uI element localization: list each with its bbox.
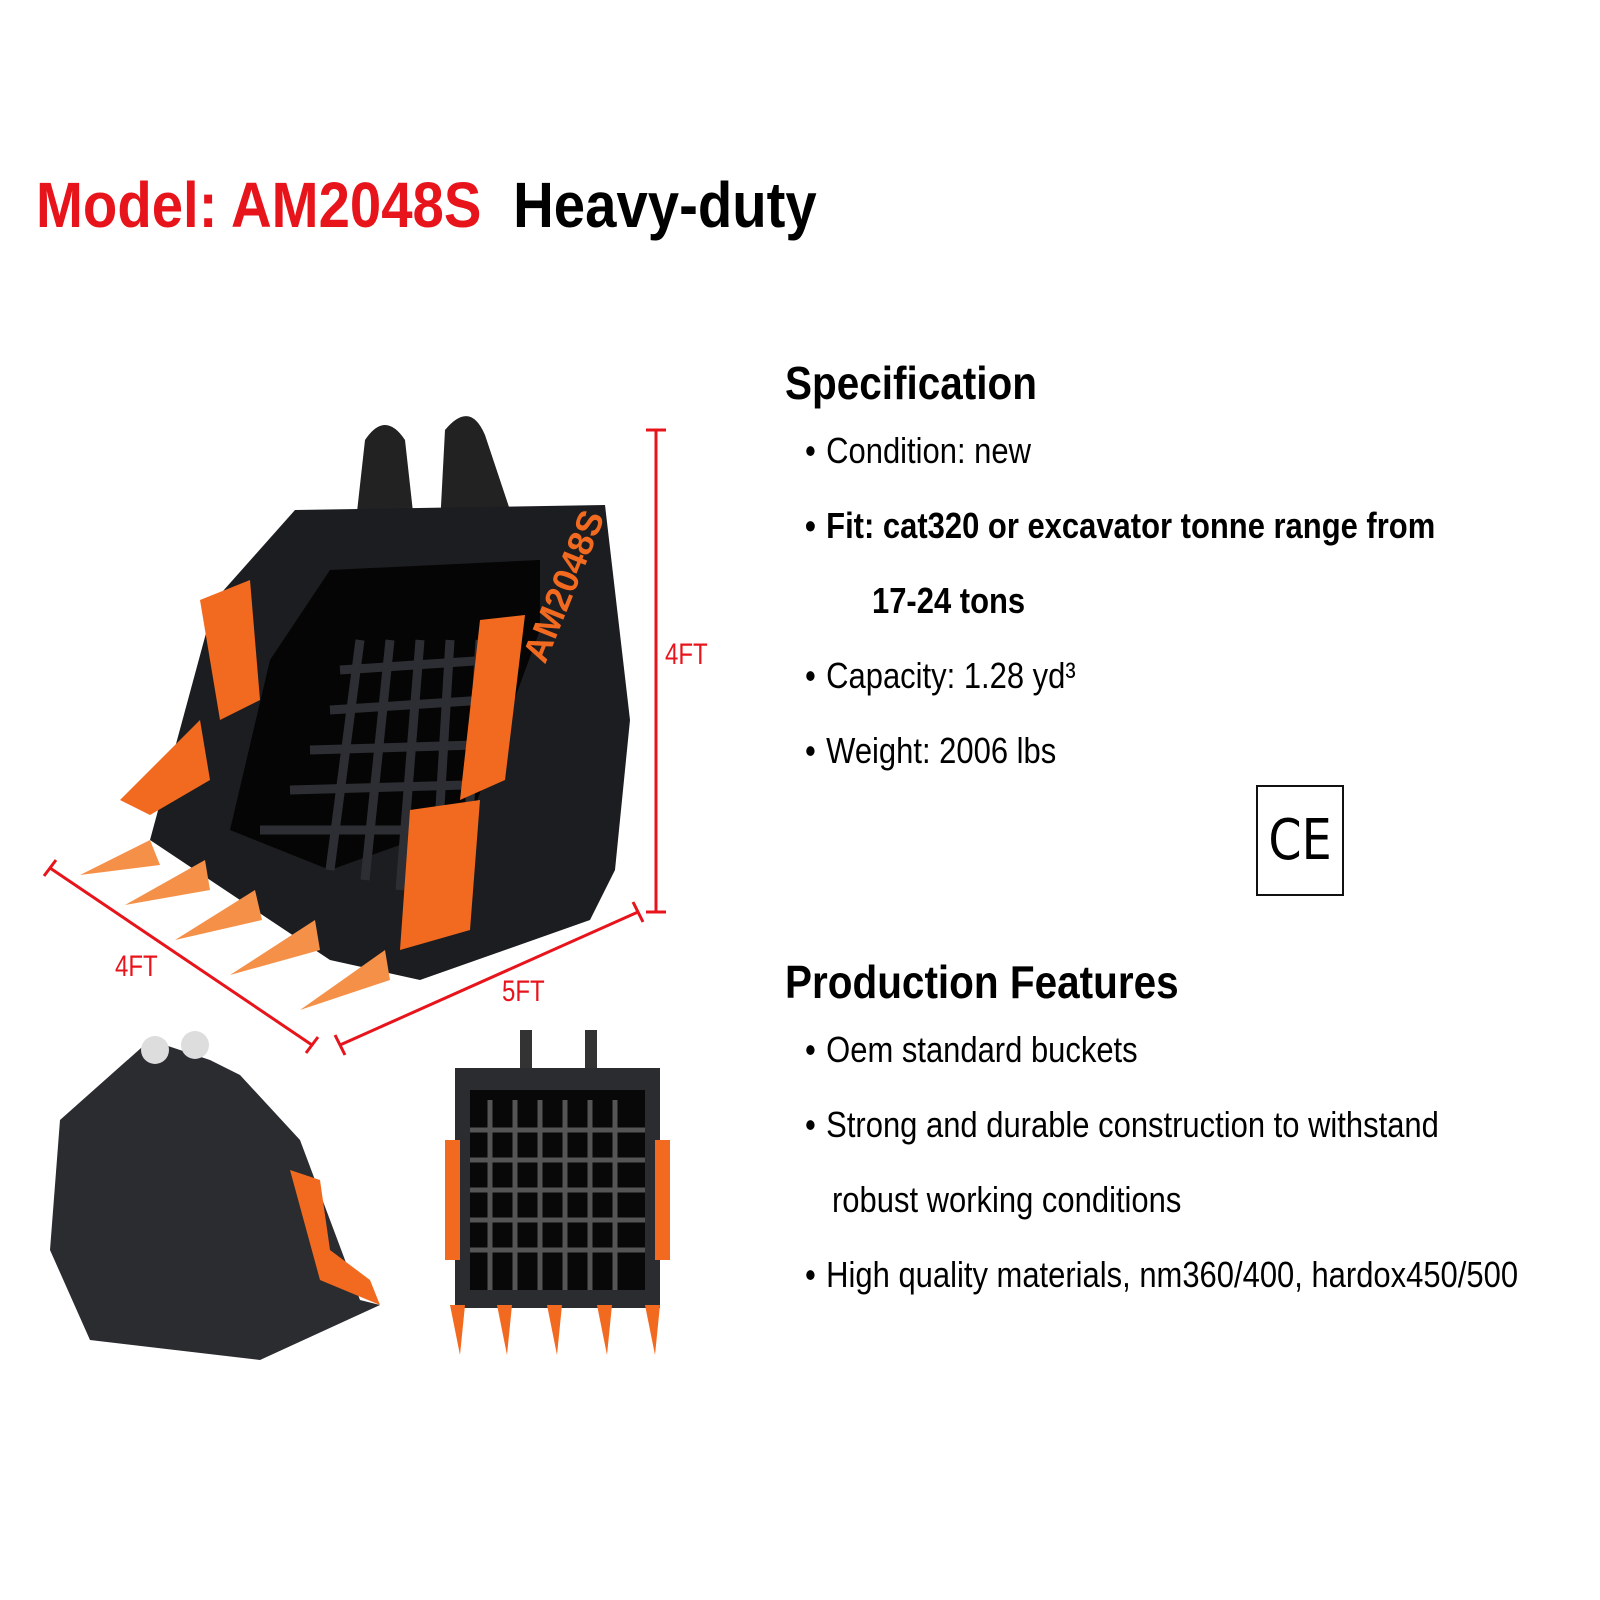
bucket-illustration: AM2048S (42, 416, 670, 1360)
side-view-bucket (50, 1031, 380, 1360)
ce-mark: CE (1256, 785, 1344, 896)
front-view-bucket (445, 1030, 670, 1355)
specification-heading: Specification (785, 357, 1037, 409)
depth-dimension-label: 4FT (115, 950, 158, 983)
spec-capacity: •Capacity: 1.28 yd³ (805, 655, 1076, 696)
feature-durable-cont: robust working conditions (832, 1179, 1182, 1220)
ce-mark-text: CE (1268, 808, 1332, 873)
spec-condition: •Condition: new (805, 430, 1031, 471)
height-dimension-label: 4FT (665, 638, 708, 671)
spec-weight: •Weight: 2006 lbs (805, 730, 1057, 771)
subtitle: Heavy-duty (513, 169, 817, 241)
spec-fit: •Fit: cat320 or excavator tonne range fr… (805, 505, 1436, 546)
feature-durable: •Strong and durable construction to with… (805, 1104, 1439, 1145)
spec-fit-range: 17-24 tons (872, 580, 1026, 621)
dimension-lines (42, 428, 666, 1056)
page-title: Model: AM2048S Heavy-duty (36, 168, 817, 242)
feature-materials: •High quality materials, nm360/400, hard… (805, 1254, 1519, 1295)
features-heading: Production Features (785, 956, 1179, 1008)
main-bucket: AM2048S (80, 416, 630, 1010)
feature-oem: •Oem standard buckets (805, 1029, 1138, 1070)
width-dimension-label: 5FT (502, 975, 545, 1008)
model-label: Model: AM2048S (36, 169, 482, 241)
